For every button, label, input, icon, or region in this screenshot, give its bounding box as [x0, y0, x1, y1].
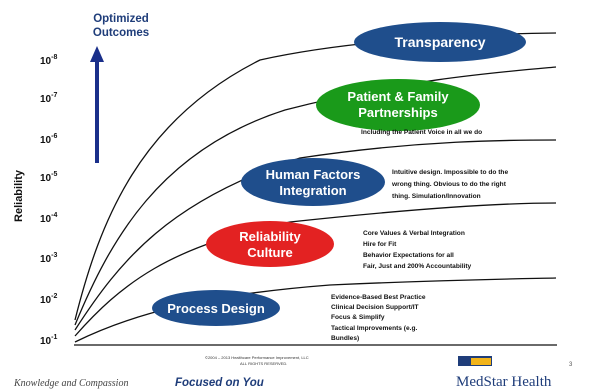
- y-tick-label: 10-6: [40, 133, 57, 146]
- stage-transparency: Transparency: [354, 22, 526, 62]
- tagline-prefix: Knowledge and Compassion: [13, 378, 128, 389]
- up-arrow-icon: [90, 46, 104, 163]
- svg-text:Behavior Expectations for all: Behavior Expectations for all: [363, 252, 454, 259]
- note-process: Evidence-Based Best Practice Clinical De…: [331, 294, 426, 342]
- curve-patient-family: [74, 66, 557, 326]
- svg-text:Focus & Simplify: Focus & Simplify: [331, 314, 385, 321]
- stage-label-line-1: Reliability: [239, 229, 301, 244]
- svg-text:thing. Simulation/Innovation: thing. Simulation/Innovation: [392, 193, 481, 200]
- svg-text:©2004 – 2013 Healthcare Perfor: ©2004 – 2013 Healthcare Performance Impr…: [205, 355, 309, 360]
- stage-label-line-2: Integration: [279, 183, 346, 198]
- stage-human-factors: Human Factors Integration: [241, 158, 385, 206]
- top-label-line-2: Outcomes: [93, 27, 149, 39]
- stage-label-line-1: Human Factors: [266, 167, 361, 182]
- svg-text:wrong thing. Obvious to do the: wrong thing. Obvious to do the right: [391, 181, 507, 188]
- svg-text:Fair, Just and 200% Accountabi: Fair, Just and 200% Accountability: [363, 263, 472, 270]
- stage-reliability-culture: Reliability Culture: [206, 221, 334, 267]
- brand-name: MedStar Health: [456, 374, 552, 390]
- page-number: 3: [569, 362, 573, 368]
- y-tick-label: 10-2: [40, 293, 57, 306]
- y-tick-label: 10-5: [40, 171, 57, 184]
- stage-patient-family: Patient & Family Partnerships: [316, 79, 480, 131]
- svg-text:Hire for Fit: Hire for Fit: [363, 241, 397, 248]
- copyright: ©2004 – 2013 Healthcare Performance Impr…: [205, 355, 309, 366]
- note-patient-voice: Including the Patient Voice in all we do: [361, 129, 482, 136]
- y-tick-label: 10-3: [40, 252, 57, 265]
- svg-text:Bundles): Bundles): [331, 335, 359, 342]
- y-tick-label: 10-8: [40, 54, 57, 67]
- stage-label: Process Design: [167, 301, 265, 316]
- curve-process-design: [74, 277, 557, 343]
- y-tick-labels: 10-8 10-7 10-6 10-5 10-4 10-3 10-2 10-1: [40, 54, 57, 347]
- stage-label-line-1: Patient & Family: [347, 89, 449, 104]
- svg-text:Evidence-Based Best Practice: Evidence-Based Best Practice: [331, 294, 426, 301]
- svg-text:Intuitive design. Impossible t: Intuitive design. Impossible to do the: [392, 169, 508, 176]
- tagline-emphasis: Focused on You: [175, 377, 264, 389]
- y-tick-label: 10-7: [40, 92, 57, 105]
- curve-reliability-culture: [74, 202, 557, 337]
- stage-label-line-2: Partnerships: [358, 105, 437, 120]
- note-culture: Core Values & Verbal Integration Hire fo…: [363, 230, 472, 270]
- svg-text:Tactical Improvements (e.g.: Tactical Improvements (e.g.: [331, 325, 418, 332]
- y-tick-label: 10-4: [40, 212, 57, 225]
- y-tick-label: 10-1: [40, 334, 57, 347]
- svg-text:Core Values & Verbal Integrati: Core Values & Verbal Integration: [363, 230, 465, 237]
- medstar-logo: MedStar Health: [456, 356, 552, 390]
- y-axis-title: Reliability: [13, 169, 25, 222]
- svg-text:Clinical Decision Support/IT: Clinical Decision Support/IT: [331, 304, 419, 311]
- footer-tagline: Knowledge and Compassion Focused on You: [13, 377, 264, 389]
- note-human-factors: Intuitive design. Impossible to do the w…: [391, 169, 508, 200]
- top-label-line-1: Optimized: [93, 13, 149, 25]
- stage-label-line-2: Culture: [247, 245, 293, 260]
- stage-label: Transparency: [394, 34, 485, 50]
- growth-curves: [74, 32, 557, 343]
- svg-text:ALL RIGHTS RESERVED.: ALL RIGHTS RESERVED.: [240, 361, 287, 366]
- stage-process-design: Process Design: [152, 290, 280, 326]
- curve-human-factors: [74, 139, 557, 331]
